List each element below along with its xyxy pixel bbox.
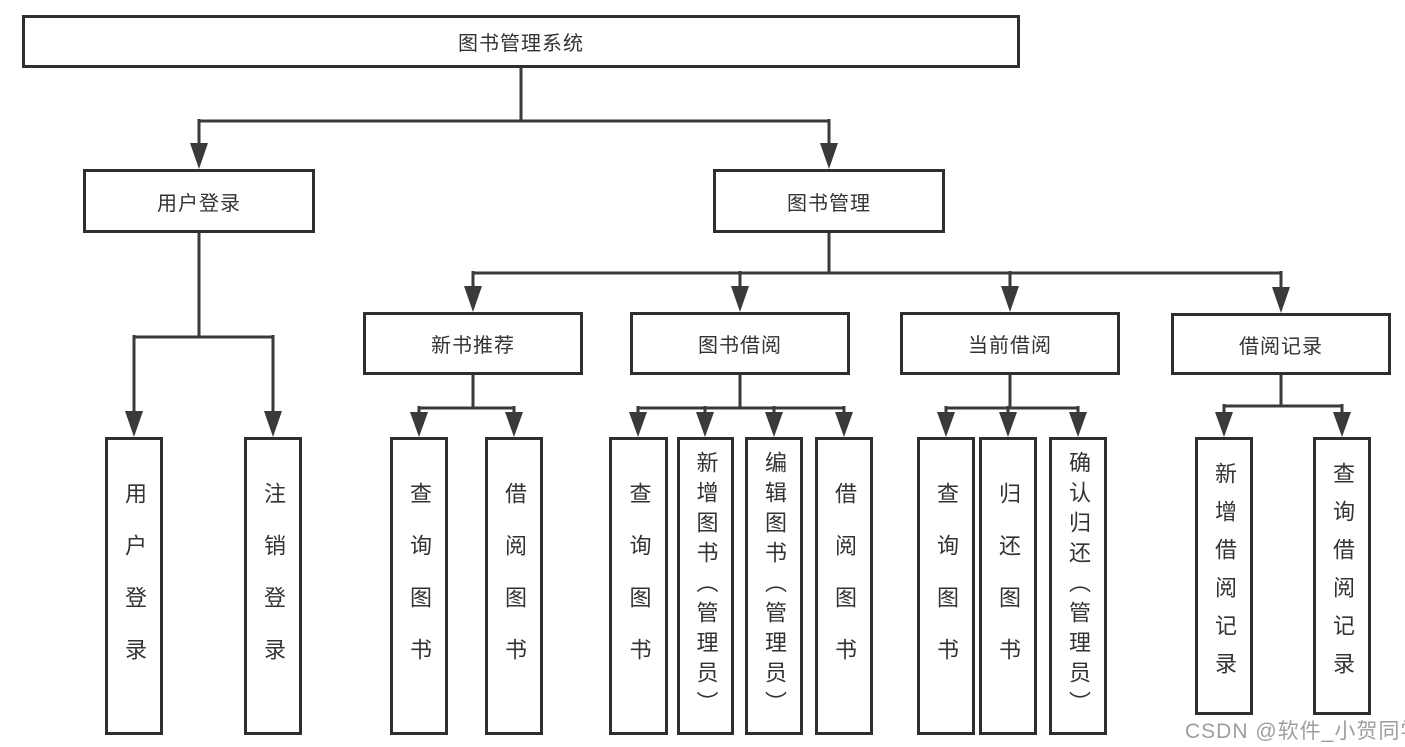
leaf-add-books-admin: 新增图书（管理员） [677, 437, 734, 735]
leaf-logout: 注销登录 [244, 437, 302, 735]
leaf-add-borrow-record: 新增借阅记录 [1195, 437, 1253, 715]
csdn-watermark: CSDN @软件_小贺同学 [1185, 720, 1405, 743]
leaf-borrow-books-recommend: 借阅图书 [485, 437, 543, 735]
node-user-login: 用户登录 [83, 169, 315, 233]
leaf-user-login: 用户登录 [105, 437, 163, 735]
leaf-query-books-recommend: 查询图书 [390, 437, 448, 735]
leaf-borrow-books: 借阅图书 [815, 437, 873, 735]
leaf-query-borrow-record: 查询借阅记录 [1313, 437, 1371, 715]
node-new-book-recommend: 新书推荐 [363, 312, 583, 375]
leaf-return-books: 归还图书 [979, 437, 1037, 735]
leaf-confirm-return-admin: 确认归还（管理员） [1049, 437, 1107, 735]
leaf-edit-books-admin: 编辑图书（管理员） [745, 437, 803, 735]
node-current-borrow: 当前借阅 [900, 312, 1120, 375]
leaf-query-books-borrow: 查询图书 [609, 437, 668, 735]
node-book-management: 图书管理 [713, 169, 945, 233]
leaf-query-books-current: 查询图书 [917, 437, 975, 735]
node-book-borrow: 图书借阅 [630, 312, 850, 375]
node-borrow-records: 借阅记录 [1171, 313, 1391, 375]
node-root-library-system: 图书管理系统 [22, 15, 1020, 68]
